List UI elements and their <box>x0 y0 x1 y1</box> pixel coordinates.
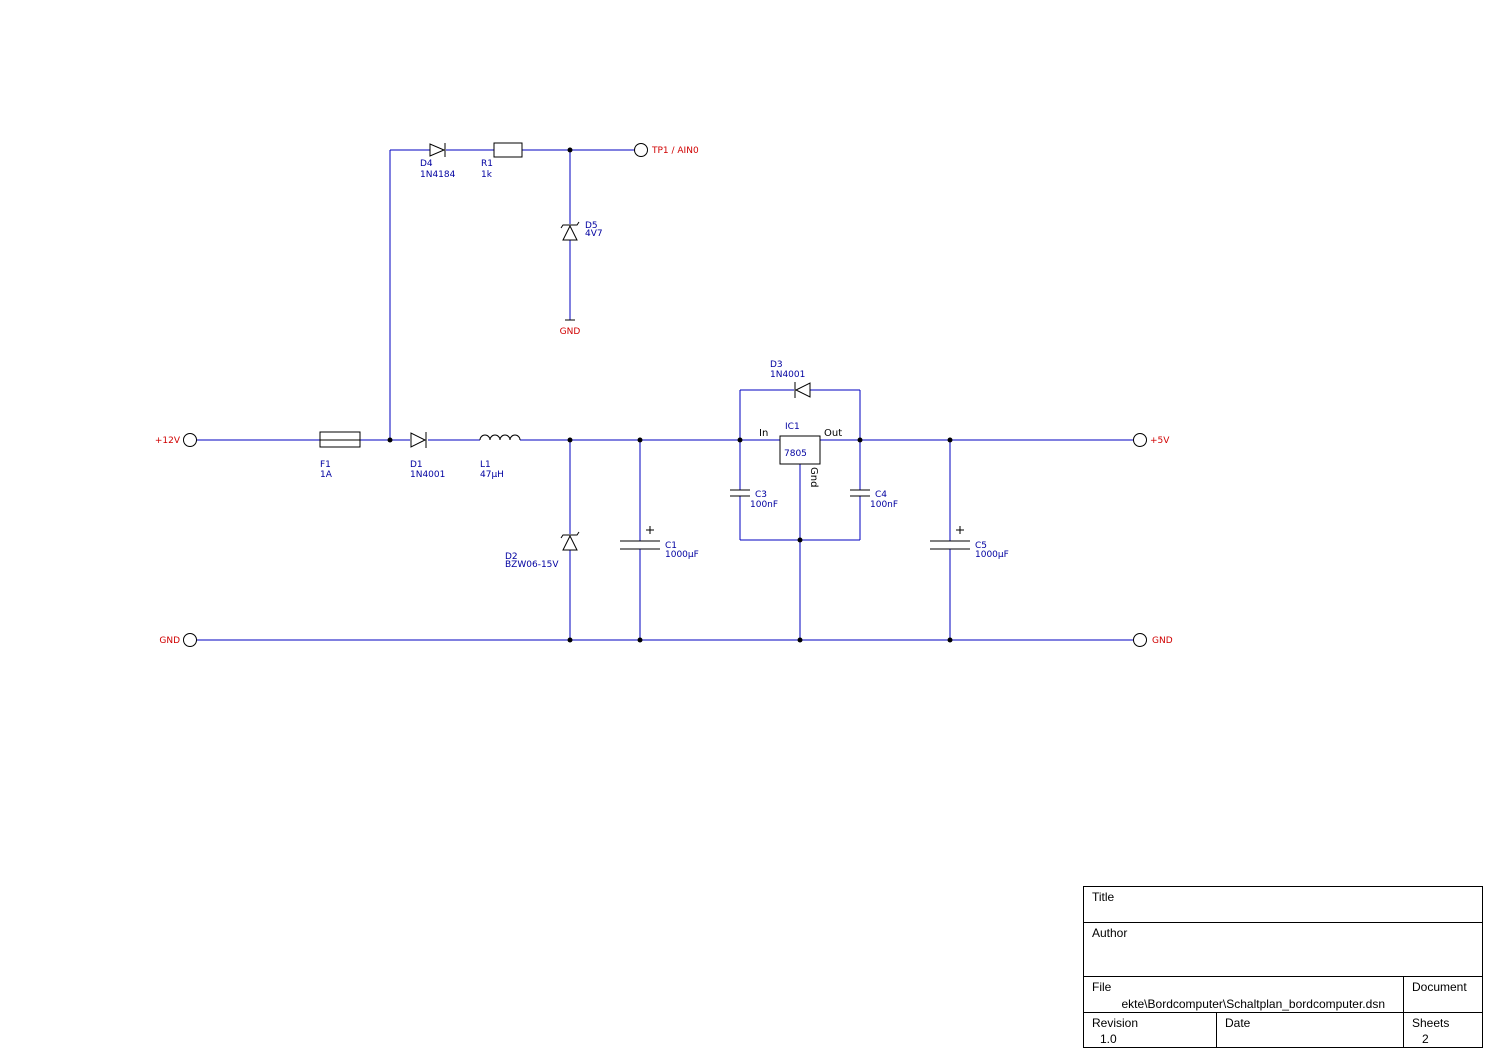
sheets-label: Sheets <box>1412 1016 1450 1030</box>
l1-ref: L1 <box>480 460 491 470</box>
d4-value: 1N4184 <box>420 170 456 180</box>
title-cell: Title <box>1084 887 1482 923</box>
fuse-f1-symbol <box>319 431 361 448</box>
c4-ref: C4 <box>875 490 887 500</box>
ic1-pin-gnd: Gnd <box>808 467 819 487</box>
revision-value: 1.0 <box>1100 1032 1117 1046</box>
capacitor-c5-symbol <box>930 526 970 550</box>
document-label: Document <box>1412 980 1467 994</box>
title-label: Title <box>1092 890 1115 904</box>
c5-value: 1000µF <box>975 550 1009 560</box>
capacitor-c3-symbol <box>730 489 750 497</box>
c3-ref: C3 <box>755 490 767 500</box>
d1-ref: D1 <box>410 460 423 470</box>
d3-ref: D3 <box>770 360 783 370</box>
date-label: Date <box>1225 1016 1251 1030</box>
title-block: Title Author File ekte\Bordcomputer\Scha… <box>1083 886 1483 1048</box>
author-cell: Author <box>1084 923 1482 977</box>
wires <box>196 149 1134 641</box>
d5-value: 4V7 <box>585 229 603 239</box>
d5-ref: D5 <box>585 221 598 231</box>
capacitor-c4-symbol <box>850 489 870 497</box>
author-label: Author <box>1092 926 1128 940</box>
file-label: File <box>1092 980 1112 994</box>
r1-ref: R1 <box>481 159 493 169</box>
net-label-12v: +12V <box>155 436 181 446</box>
ic1-pin-out: Out <box>824 428 842 439</box>
c1-ref: C1 <box>665 541 677 551</box>
terminal-12v <box>183 433 197 447</box>
file-value: ekte\Bordcomputer\Schaltplan_bordcompute… <box>1121 997 1386 1011</box>
d2-ref: D2 <box>505 552 518 562</box>
terminal-gnd-right <box>1133 633 1147 647</box>
r1-value: 1k <box>481 170 493 180</box>
junctions <box>387 147 953 643</box>
ic1-pin-in: In <box>759 428 768 439</box>
sheets-cell: Sheets 2 <box>1404 1013 1482 1047</box>
net-label-gnd-right: GND <box>1152 636 1173 646</box>
zener-d2-symbol <box>560 531 580 551</box>
sheets-value: 2 <box>1422 1032 1429 1046</box>
diode-d1-symbol <box>410 432 427 448</box>
c1-value: 1000µF <box>665 550 699 560</box>
terminal-gnd-left <box>183 633 197 647</box>
c3-value: 100nF <box>750 500 778 510</box>
zener-d5-symbol <box>560 221 580 241</box>
l1-value: 47µH <box>480 470 504 480</box>
date-cell: Date <box>1217 1013 1404 1047</box>
terminal-tp1 <box>634 143 648 157</box>
c5-ref: C5 <box>975 541 987 551</box>
d2-value: BZW06-15V <box>505 560 559 570</box>
revision-label: Revision <box>1092 1016 1139 1030</box>
resistor-r1-symbol <box>493 142 523 158</box>
terminal-5v <box>1133 433 1147 447</box>
diode-d4-symbol <box>429 143 446 157</box>
f1-ref: F1 <box>320 460 331 470</box>
net-label-gnd-left: GND <box>159 636 180 646</box>
document-cell: Document <box>1404 977 1482 1013</box>
capacitor-c1-symbol <box>620 526 660 550</box>
net-label-gnd-top: GND <box>560 327 581 337</box>
f1-value: 1A <box>320 470 333 480</box>
file-cell: File ekte\Bordcomputer\Schaltplan_bordco… <box>1084 977 1404 1013</box>
regulator-ic1-symbol <box>779 435 821 465</box>
c4-value: 100nF <box>870 500 898 510</box>
revision-cell: Revision 1.0 <box>1084 1013 1217 1047</box>
d4-ref: D4 <box>420 159 433 169</box>
ic1-value: 7805 <box>784 449 807 459</box>
net-label-tp1: TP1 / AIN0 <box>651 146 699 156</box>
ic1-ref: IC1 <box>785 422 800 432</box>
d3-value: 1N4001 <box>770 370 805 380</box>
inductor-l1-symbol <box>479 434 521 441</box>
d1-value: 1N4001 <box>410 470 445 480</box>
net-label-5v: +5V <box>1150 436 1170 446</box>
diode-d3-symbol <box>794 382 811 398</box>
